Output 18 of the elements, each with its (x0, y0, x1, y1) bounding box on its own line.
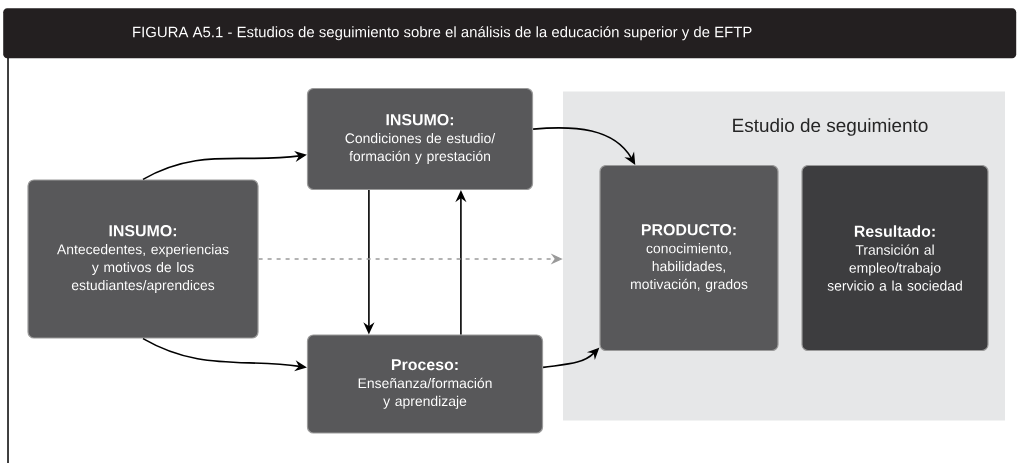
process-box (306, 334, 544, 434)
input-box (27, 179, 259, 339)
arrow (532, 127, 636, 165)
panel-heading: Estudio de seguimiento (733, 118, 928, 136)
box-heading: INSUMO: (109, 225, 176, 237)
box-heading: Proceso: (391, 359, 458, 371)
title-bar: FIGURA A5.1 - Estudios de seguimiento sobre el análisis de la educación superior y de EFTP (3, 8, 1017, 59)
input-box (306, 87, 534, 191)
box-text: conocimiento, habilidades, motivación, grados (631, 243, 748, 292)
box-heading: INSUMO: (386, 114, 453, 126)
box-text: Enseñanza/formación y aprendizaje (358, 377, 492, 409)
box-text: Transición al empleo/trabajo servicio a la sociedad (827, 244, 962, 291)
result-box (801, 164, 989, 352)
box-heading: Resultado: (854, 225, 935, 237)
box-text: Antecedentes, experiencias y motivos de los estudiantes/aprendices (57, 244, 229, 293)
product-box (599, 164, 779, 352)
box-text: Condiciones de estudio/ formación y prestación (345, 133, 496, 164)
box-heading: PRODUCTO: (641, 224, 736, 236)
